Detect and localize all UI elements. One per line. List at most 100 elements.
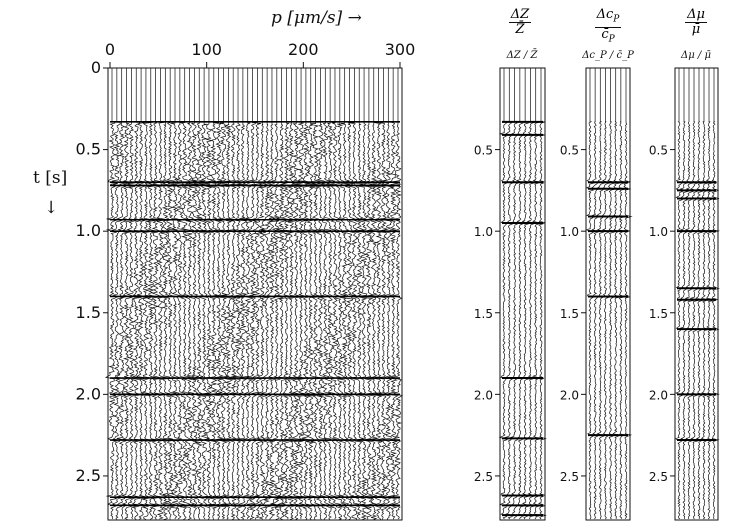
seismic-trace bbox=[531, 68, 543, 520]
seismic-trace bbox=[585, 68, 596, 520]
seismic-trace bbox=[323, 68, 338, 520]
seismic-trace bbox=[375, 68, 389, 520]
seismic-trace bbox=[225, 68, 238, 521]
seismic-trace bbox=[353, 68, 365, 520]
seismic-trace bbox=[192, 68, 206, 520]
panel-frame bbox=[585, 67, 631, 521]
seismic-trace bbox=[700, 68, 710, 520]
y-tick-label: 2.0 bbox=[76, 384, 101, 403]
seismic-trace bbox=[705, 68, 716, 520]
seismic-trace bbox=[361, 68, 374, 520]
panel-title-dmu: Δμ μ̄ bbox=[666, 8, 726, 37]
seismic-trace bbox=[601, 68, 611, 520]
seismic-trace bbox=[347, 68, 361, 520]
seismic-trace bbox=[291, 68, 305, 521]
y-tick-label: 1.5 bbox=[474, 307, 493, 321]
x-tick-label: 0 bbox=[105, 40, 115, 59]
seismic-trace bbox=[380, 68, 394, 520]
seismic-trace bbox=[183, 68, 197, 520]
seismic-trace bbox=[220, 68, 234, 520]
seismic-trace bbox=[287, 68, 299, 520]
seismic-trace bbox=[215, 68, 228, 520]
seismic-trace bbox=[115, 68, 129, 519]
seismic-trace bbox=[236, 68, 248, 520]
panel-title-text-dz: ΔZ / Z̄ bbox=[506, 50, 538, 61]
seismic-trace bbox=[187, 68, 201, 520]
panel-title-text-dcp: Δc_P / c̄_P bbox=[582, 50, 634, 61]
x-tick-label: 300 bbox=[385, 40, 416, 59]
seismic-trace bbox=[509, 68, 519, 520]
panel-title-dcp: ΔcP c̄P bbox=[578, 8, 638, 46]
seismic-trace bbox=[695, 68, 705, 519]
seismic-trace bbox=[126, 68, 140, 520]
seismic-trace bbox=[618, 68, 627, 520]
y-tick-label: 2.0 bbox=[649, 388, 668, 402]
seismic-trace bbox=[521, 68, 532, 520]
seismic-trace bbox=[160, 68, 173, 521]
title-den: Z̄ bbox=[515, 22, 525, 37]
seismic-trace bbox=[151, 68, 164, 521]
title-num: Δc bbox=[596, 7, 614, 22]
seismic-trace bbox=[146, 68, 160, 520]
y-tick-label: 2.5 bbox=[560, 470, 579, 484]
seismic-trace bbox=[338, 68, 350, 520]
seismic-trace bbox=[607, 68, 617, 520]
seismic-trace bbox=[329, 68, 342, 520]
y-tick-label: 0.5 bbox=[474, 144, 493, 158]
y-tick-label: 0 bbox=[91, 58, 101, 77]
seismic-trace bbox=[498, 68, 509, 520]
seismic-trace bbox=[201, 68, 215, 520]
y-tick-label: 2.0 bbox=[560, 388, 579, 402]
seismic-trace bbox=[515, 68, 526, 520]
seismic-trace bbox=[386, 68, 399, 520]
y-tick-label: 0.5 bbox=[76, 140, 101, 159]
seismic-trace bbox=[230, 68, 243, 521]
y-tick-label: 1.5 bbox=[649, 307, 668, 321]
seismic-trace bbox=[111, 68, 123, 520]
panel-frame bbox=[499, 67, 546, 521]
y-tick-label: 1.5 bbox=[560, 307, 579, 321]
seismic-trace bbox=[245, 68, 258, 520]
panel-title-dz: ΔZ Z̄ bbox=[490, 8, 550, 37]
seismic-trace bbox=[306, 68, 318, 520]
seismic-trace bbox=[178, 68, 193, 521]
y-tick-label: 2.5 bbox=[76, 466, 101, 485]
seismic-trace bbox=[711, 68, 721, 520]
seismic-trace bbox=[341, 68, 356, 521]
seismic-trace bbox=[255, 68, 269, 520]
y-axis-label: t [s] bbox=[33, 168, 68, 188]
seismic-trace bbox=[280, 68, 295, 520]
seismic-trace bbox=[210, 68, 224, 520]
x-tick-label: 200 bbox=[288, 40, 319, 59]
seismic-trace bbox=[136, 68, 149, 520]
y-tick-label: 2.5 bbox=[649, 470, 668, 484]
y-tick-label: 2.0 bbox=[474, 388, 493, 402]
seismic-trace bbox=[169, 68, 183, 520]
y-axis-arrow: ↓ bbox=[44, 198, 59, 218]
x-tick-label: 100 bbox=[191, 40, 222, 59]
seismic-trace bbox=[295, 68, 309, 520]
seismic-trace bbox=[205, 68, 218, 520]
seismic-trace bbox=[684, 68, 695, 520]
seismic-trace bbox=[156, 68, 168, 520]
title-den-sub: P bbox=[608, 34, 615, 45]
y-tick-label: 0.5 bbox=[560, 144, 579, 158]
y-tick-label: 0.5 bbox=[649, 144, 668, 158]
seismic-trace bbox=[371, 68, 383, 520]
seismic-trace bbox=[141, 68, 154, 520]
y-tick-label: 1.0 bbox=[560, 225, 579, 239]
panel-frame bbox=[674, 67, 719, 521]
seismic-trace bbox=[260, 68, 275, 520]
seismic-trace bbox=[623, 68, 633, 520]
seismic-trace bbox=[301, 68, 313, 520]
seismic-trace bbox=[131, 68, 144, 520]
y-tick-label: 1.5 bbox=[76, 303, 101, 322]
y-tick-label: 2.5 bbox=[474, 470, 493, 484]
panel-title-text-dmu: Δμ / μ̄ bbox=[681, 50, 711, 61]
seismic-trace bbox=[266, 68, 280, 520]
seismic-trace bbox=[333, 68, 347, 521]
seismic-trace bbox=[526, 68, 537, 520]
seismic-trace bbox=[276, 68, 289, 521]
seismic-trace bbox=[356, 68, 369, 520]
